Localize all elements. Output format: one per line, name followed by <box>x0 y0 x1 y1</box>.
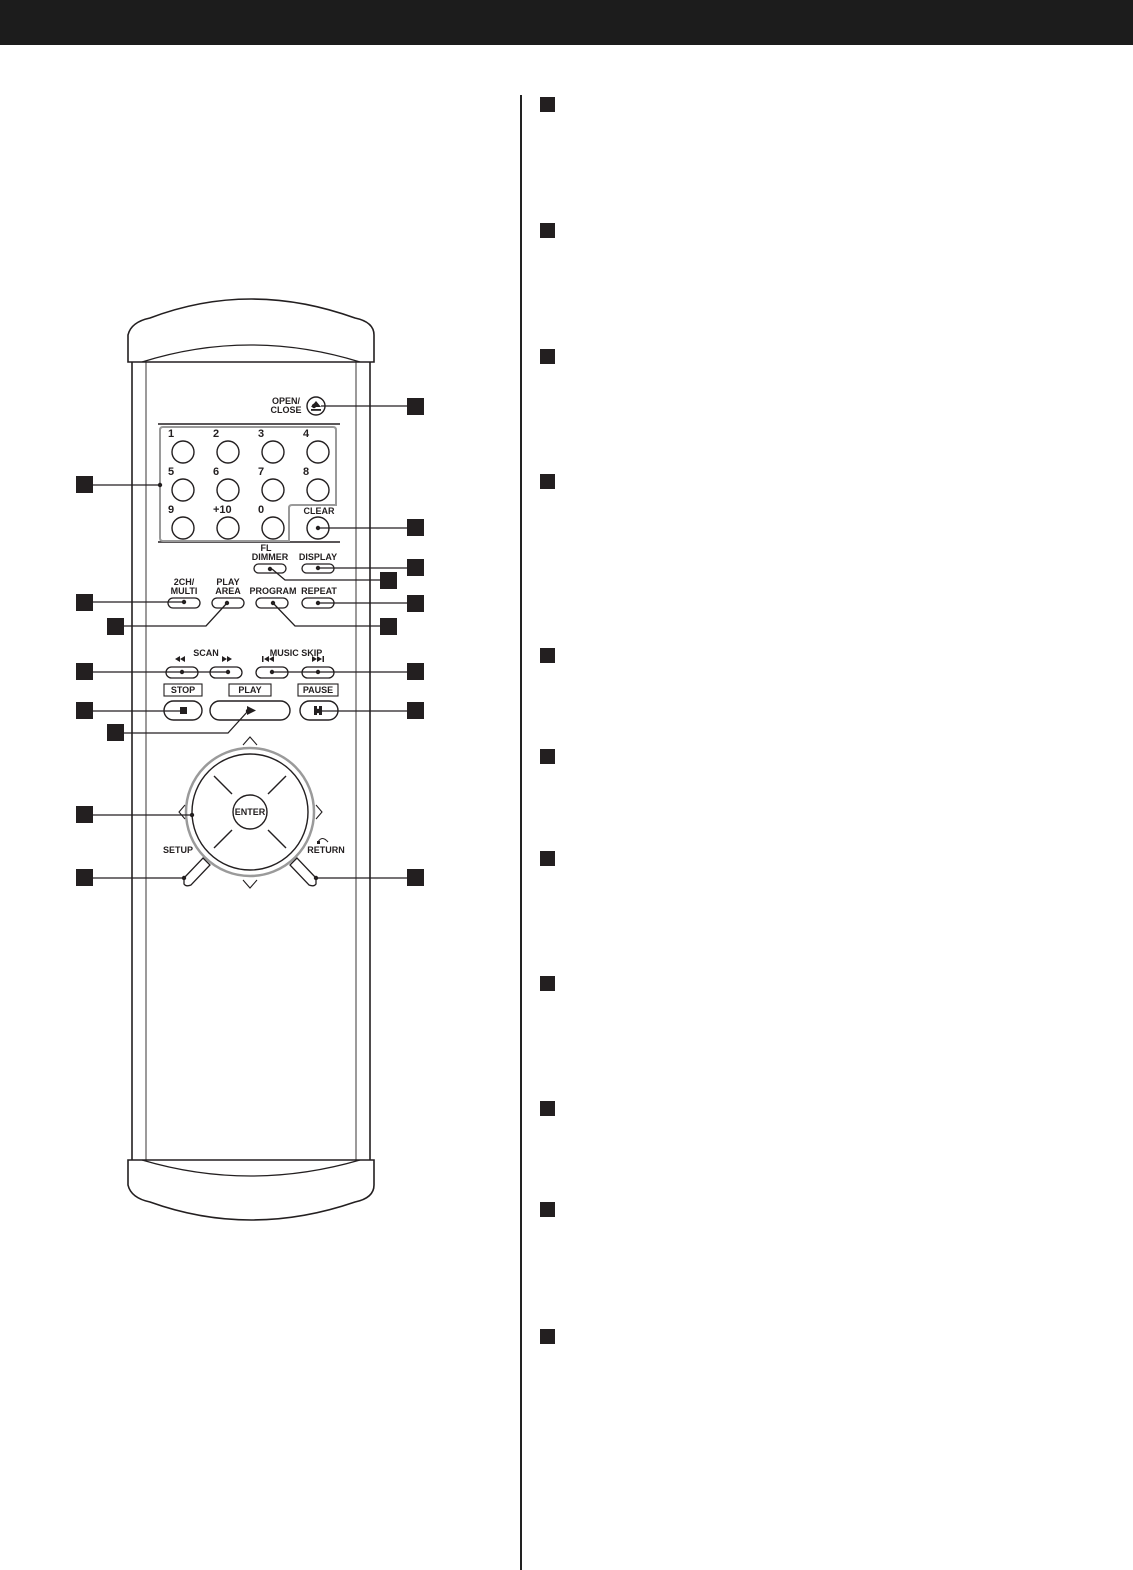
digit-label: 0 <box>258 504 264 516</box>
rewind-icon <box>175 656 185 662</box>
section-marker <box>540 976 555 991</box>
enter-label: ENTER <box>235 807 266 817</box>
callout-marker <box>407 869 424 886</box>
callout-marker <box>76 702 93 719</box>
digit-label: 5 <box>168 466 174 478</box>
return-button[interactable] <box>289 857 317 887</box>
stop-label-box <box>163 683 203 697</box>
stop-label: STOP <box>171 685 195 695</box>
display-label: DISPLAY <box>299 552 337 562</box>
digit-label: 7 <box>258 466 264 478</box>
section-marker <box>540 223 555 238</box>
pause-icon <box>314 706 322 715</box>
return-label: RETURN <box>307 845 345 855</box>
section-marker <box>540 851 555 866</box>
digit-label: 3 <box>258 428 264 440</box>
2ch-multi-label-line1: 2CH/ <box>174 577 195 587</box>
setup-label: SETUP <box>163 845 193 855</box>
play-area-label-line1: PLAY <box>216 577 239 587</box>
section-marker <box>540 97 555 112</box>
section-marker <box>540 749 555 764</box>
skip-next-icon <box>312 656 324 662</box>
digit-button[interactable] <box>171 478 195 502</box>
callout-marker <box>407 559 424 576</box>
callout-marker <box>107 618 124 635</box>
digit-label: 9 <box>168 504 174 516</box>
cursor-right-icon <box>315 804 323 820</box>
return-icon <box>317 837 329 843</box>
music-skip-label: MUSIC SKIP <box>270 648 323 658</box>
digit-button[interactable] <box>261 478 285 502</box>
section-marker <box>540 648 555 663</box>
digit-label: 4 <box>303 428 310 440</box>
pause-label-box <box>297 683 339 697</box>
callout-marker <box>76 806 93 823</box>
section-marker <box>540 474 555 489</box>
section-marker <box>540 1101 555 1116</box>
digit-label: 1 <box>168 428 174 440</box>
remote-control-illustration: OPEN/ CLOSE 1 2 3 4 5 6 7 8 9 +10 0 CLEAR FL DIMME… <box>76 298 424 1221</box>
repeat-label: REPEAT <box>301 586 337 596</box>
digit-label: 6 <box>213 466 219 478</box>
digit-button[interactable] <box>216 440 240 464</box>
fl-dimmer-label-line1: FL <box>261 543 272 553</box>
callout-marker <box>76 476 93 493</box>
callout-marker <box>407 702 424 719</box>
clear-label: CLEAR <box>304 506 335 516</box>
fast-forward-icon <box>222 656 232 662</box>
callout-marker <box>76 869 93 886</box>
digit-button[interactable] <box>216 516 240 540</box>
cursor-down-icon <box>242 879 258 889</box>
cursor-up-icon <box>242 736 258 746</box>
setup-button[interactable] <box>183 857 211 887</box>
callout-marker <box>107 724 124 741</box>
pause-label: PAUSE <box>303 685 333 695</box>
section-marker <box>540 1329 555 1344</box>
digit-button[interactable] <box>306 478 330 502</box>
program-label: PROGRAM <box>250 586 297 596</box>
digit-label: +10 <box>213 504 232 516</box>
digit-button[interactable] <box>171 516 195 540</box>
digit-button[interactable] <box>261 440 285 464</box>
column-divider <box>520 95 522 1570</box>
play-label: PLAY <box>238 685 261 695</box>
digit-label: 2 <box>213 428 219 440</box>
2ch-multi-label-line2: MULTI <box>171 586 198 596</box>
callout-marker <box>407 519 424 536</box>
section-marker <box>540 1202 555 1217</box>
page-header-bar <box>0 0 1133 45</box>
callout-marker <box>407 398 424 415</box>
play-area-label-line2: AREA <box>215 586 241 596</box>
play-label-box <box>228 683 272 697</box>
callout-marker <box>76 663 93 680</box>
digit-button[interactable] <box>261 516 285 540</box>
callout-marker <box>380 572 397 589</box>
enter-button[interactable] <box>232 794 268 830</box>
callout-marker <box>76 594 93 611</box>
open-close-label-line2: CLOSE <box>270 405 301 415</box>
callout-marker <box>407 663 424 680</box>
section-marker <box>540 349 555 364</box>
digit-button[interactable] <box>216 478 240 502</box>
digit-label: 8 <box>303 466 309 478</box>
open-close-label-line1: OPEN/ <box>272 396 301 406</box>
scan-label: SCAN <box>193 648 219 658</box>
digit-button[interactable] <box>306 440 330 464</box>
fl-dimmer-label-line2: DIMMER <box>252 552 289 562</box>
callout-markers <box>76 398 424 886</box>
skip-previous-icon <box>262 656 274 662</box>
cursor-left-icon <box>178 804 186 820</box>
digit-button[interactable] <box>171 440 195 464</box>
callout-marker <box>407 595 424 612</box>
callout-marker <box>380 618 397 635</box>
